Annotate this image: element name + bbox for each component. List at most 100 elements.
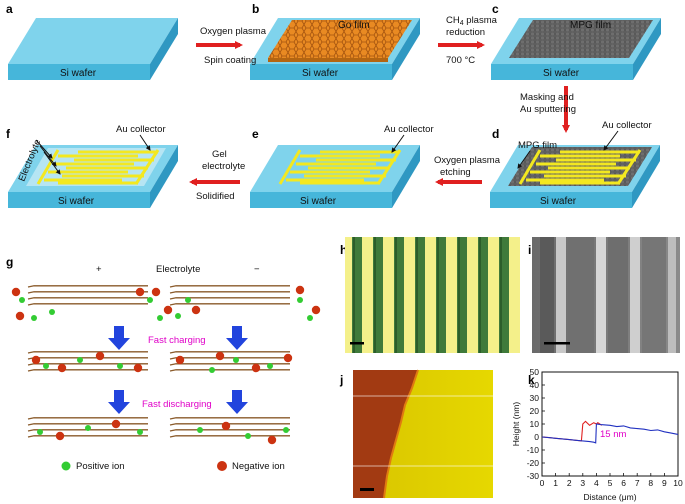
negative-ion — [11, 287, 21, 297]
finger-edge — [416, 237, 418, 353]
wafer-label: Si wafer — [302, 68, 339, 79]
positive-ion — [117, 363, 123, 369]
finger-edge — [374, 237, 376, 353]
step-ab-top: Oxygen plasma — [200, 26, 267, 37]
negative-ion — [267, 435, 277, 445]
finger-edge — [395, 237, 397, 353]
negative-ion — [57, 363, 67, 373]
au-electrodes-f — [36, 149, 160, 185]
graphene-layer — [169, 291, 290, 294]
step-ef-1: Gel — [212, 149, 227, 160]
positive-ion — [49, 309, 55, 315]
x-tick-label: 3 — [580, 478, 585, 488]
panel-g: + Electrolyte − Fast charging Fast disch… — [11, 264, 321, 472]
positive-ion — [185, 297, 191, 303]
positive-ion — [37, 429, 43, 435]
fast-discharging-label: Fast discharging — [142, 399, 212, 410]
positive-ion — [307, 315, 313, 321]
positive-ion — [297, 297, 303, 303]
panel-label-c: c — [492, 2, 499, 16]
finger-gap — [478, 237, 488, 353]
finger-edge — [500, 237, 502, 353]
panel-label-j: j — [339, 373, 343, 387]
negative-ion — [221, 421, 231, 431]
x-tick-label: 0 — [540, 478, 545, 488]
graphene-layer — [27, 291, 148, 294]
negative-ion — [175, 355, 185, 365]
profile-series-2 — [541, 423, 679, 444]
plus-sign: + — [96, 264, 102, 275]
y-tick-label: 50 — [530, 367, 540, 377]
negative-ion — [191, 305, 201, 315]
y-tick-label: 30 — [530, 393, 540, 403]
electrolyte-pointers — [35, 139, 61, 175]
wafer-e: Si wafer — [250, 145, 420, 208]
y-tick-label: -10 — [527, 445, 540, 455]
negative-ion — [163, 305, 173, 315]
negative-ion — [15, 311, 25, 321]
x-tick-label: 9 — [662, 478, 667, 488]
wafer-c: MPG film Si wafer — [491, 18, 661, 80]
wafer-label: Si wafer — [543, 68, 580, 79]
negative-ion — [215, 351, 225, 361]
panel-label-k: k — [528, 373, 535, 387]
finger-gap — [415, 237, 425, 353]
negative-ion — [283, 353, 293, 363]
scale-bar-i — [544, 342, 570, 345]
x-tick-label: 1 — [553, 478, 558, 488]
negative-ion-label: Negative ion — [232, 461, 285, 472]
graphene-layer — [27, 357, 148, 360]
negative-ion — [111, 419, 121, 429]
panel-label-g: g — [6, 255, 13, 269]
wafer-label: Si wafer — [58, 196, 95, 207]
negative-ion — [55, 431, 65, 441]
step-cd-2: Au sputtering — [520, 104, 576, 115]
finger-gap — [457, 237, 467, 353]
positive-ion — [77, 357, 83, 363]
y-tick-label: -30 — [527, 471, 540, 481]
graphene-layer — [27, 297, 148, 300]
finger-edge — [479, 237, 481, 353]
x-tick-label: 2 — [567, 478, 572, 488]
mpg-film-label: MPG film — [570, 20, 611, 31]
graphene-layer — [27, 435, 148, 438]
panel-label-b: b — [252, 2, 259, 16]
negative-ion-icon — [217, 461, 227, 471]
negative-ion — [95, 351, 105, 361]
x-tick-label: 7 — [635, 478, 640, 488]
graphene-layer — [169, 369, 290, 372]
finger-gap — [373, 237, 383, 353]
negative-ion — [311, 305, 321, 315]
panel-i-sem-image — [532, 237, 680, 353]
go-film-label: Go film — [338, 20, 370, 31]
positive-ion — [19, 297, 25, 303]
wafer-b: Go film Si wafer — [250, 18, 420, 80]
positive-ion — [233, 357, 239, 363]
positive-ion — [283, 427, 289, 433]
step-bc-bottom: 700 °C — [446, 55, 475, 66]
positive-ion — [43, 363, 49, 369]
step-ef-2: electrolyte — [202, 161, 245, 172]
step-de-2: etching — [440, 167, 471, 178]
step-ab-bottom: Spin coating — [204, 55, 256, 66]
positive-ion — [267, 363, 273, 369]
finger-gap — [436, 237, 446, 353]
graphene-layer — [169, 357, 290, 360]
callout-au-collector-e: Au collector — [384, 124, 434, 135]
y-tick-label: 0 — [534, 432, 539, 442]
x-tick-label: 10 — [673, 478, 683, 488]
process-arrows — [189, 41, 570, 186]
positive-ion — [31, 315, 37, 321]
panel-j-afm-image — [353, 369, 493, 499]
step-bc-top: CH4 plasma — [446, 15, 498, 27]
wafer-f: Si wafer — [8, 145, 178, 208]
graphene-layer — [27, 369, 148, 372]
au-electrodes-d — [518, 149, 642, 185]
panel-label-f: f — [6, 127, 11, 141]
plot-frame — [541, 371, 679, 477]
ion-particles — [11, 285, 321, 445]
step-height-annotation: 15 nm — [600, 429, 626, 440]
callout-au-collector-f: Au collector — [116, 124, 166, 135]
scale-bar-h — [350, 342, 364, 345]
